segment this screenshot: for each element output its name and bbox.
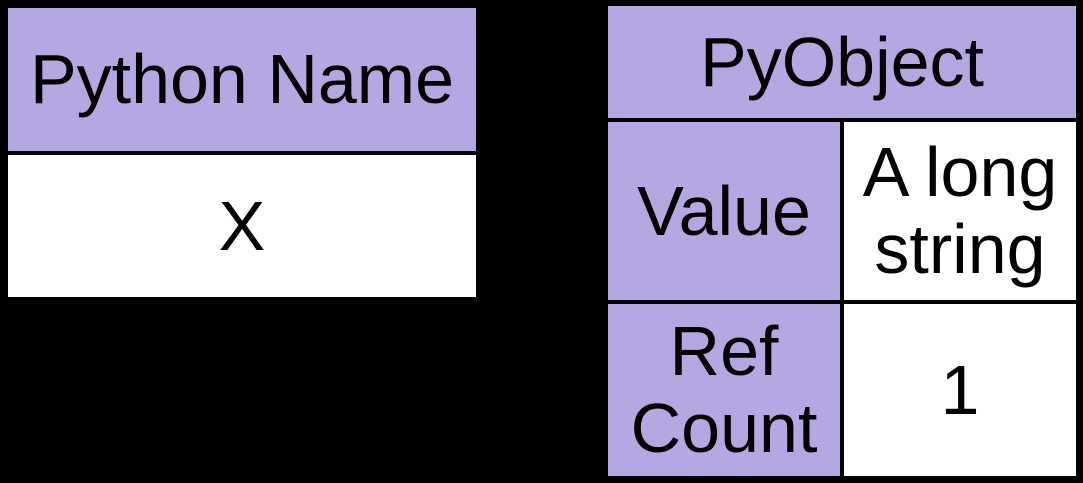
- value-data-cell: A long string: [844, 122, 1076, 300]
- python-name-table: Python Name X: [4, 4, 480, 301]
- value-label-cell: Value: [608, 122, 840, 300]
- python-name-value-cell: X: [8, 155, 476, 297]
- python-name-table-header: Python Name: [8, 8, 476, 151]
- pyobject-table: PyObject Value A long string Ref Count 1: [604, 2, 1080, 480]
- refcount-data-cell: 1: [844, 304, 1076, 476]
- pyobject-table-header: PyObject: [608, 6, 1076, 118]
- refcount-label-cell: Ref Count: [608, 304, 840, 476]
